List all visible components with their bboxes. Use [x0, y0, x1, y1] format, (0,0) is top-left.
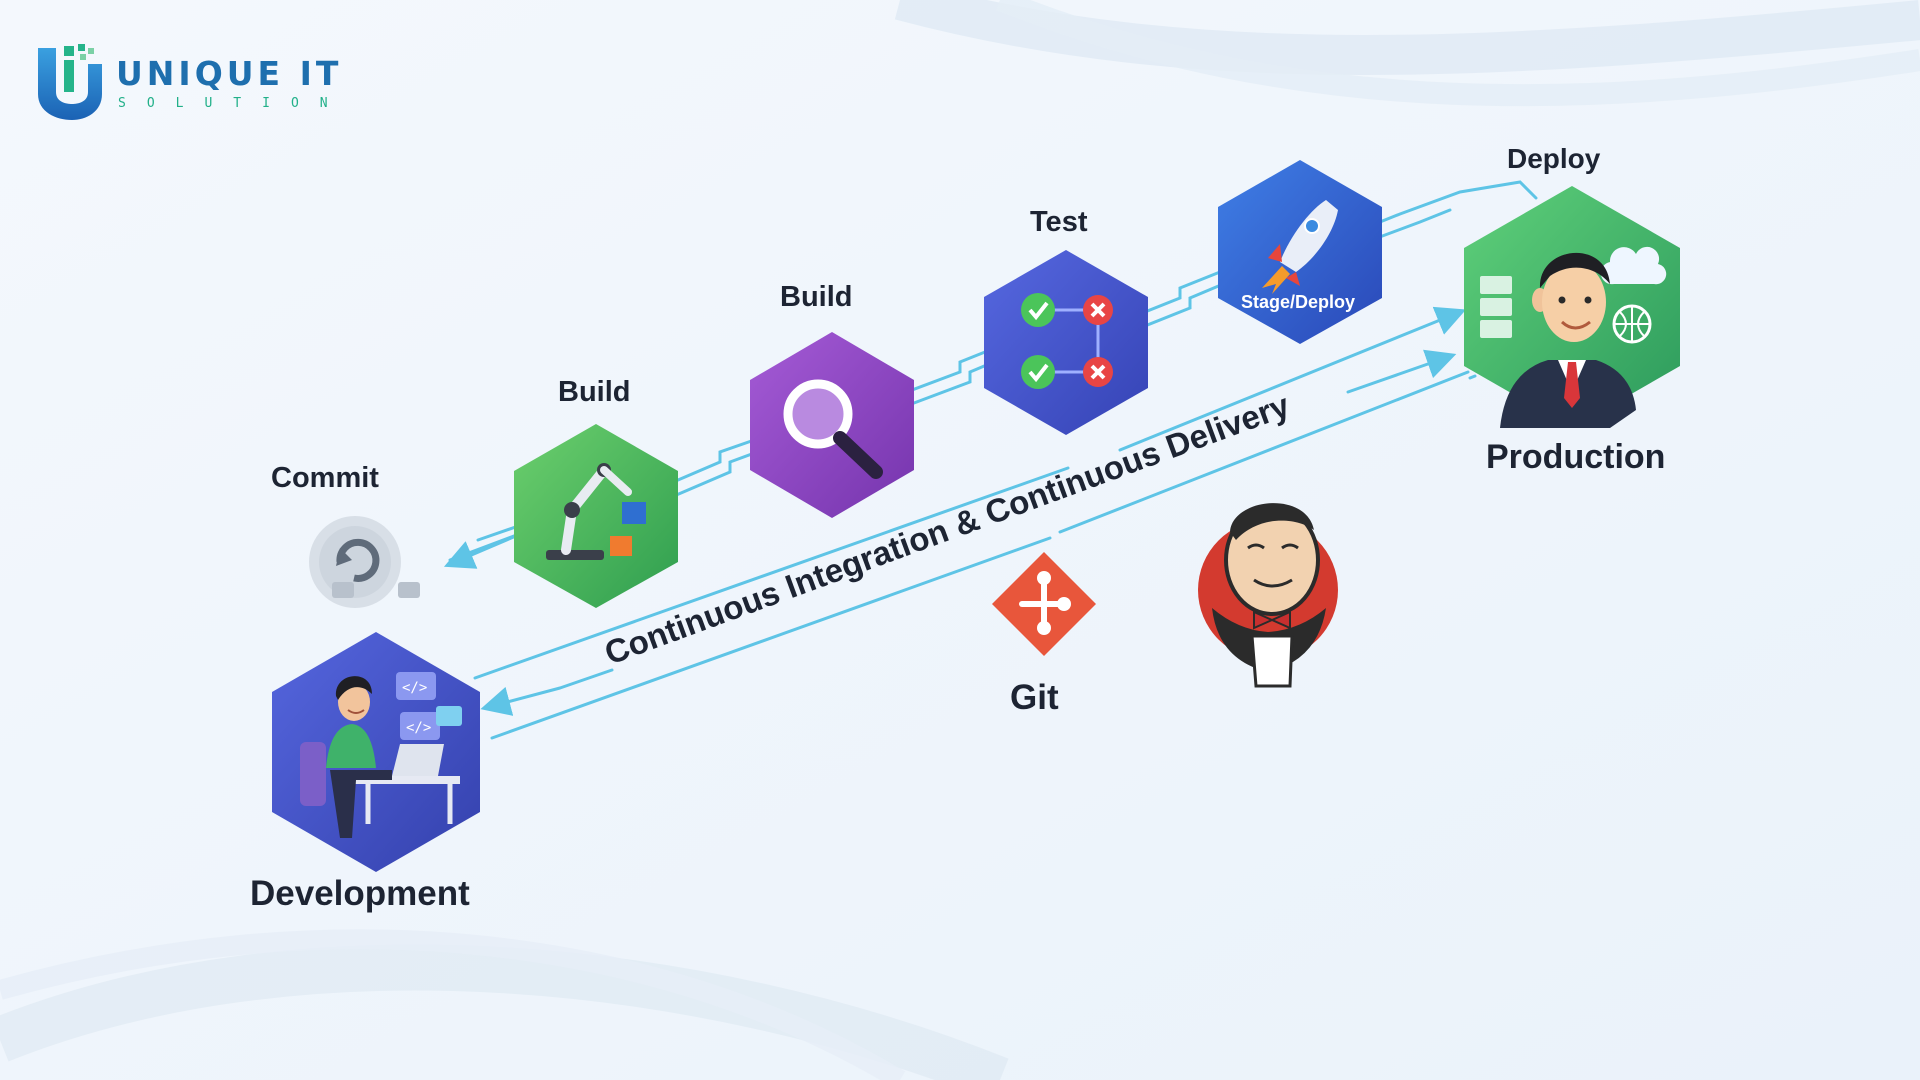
checklist-icon	[1021, 293, 1113, 389]
svg-text:</>: </>	[406, 720, 431, 736]
commit-sync-icon[interactable]	[309, 516, 420, 608]
production-hexagon[interactable]	[1464, 186, 1680, 428]
logo-name: UNIQUE IT	[116, 54, 343, 93]
stage-deploy-label: Stage/Deploy	[1241, 292, 1355, 312]
arrow-to-development	[480, 686, 561, 716]
git-label: Git	[1010, 678, 1059, 717]
company-logo[interactable]: UNIQUE IT SOLUTION	[38, 44, 358, 124]
rocket-icon	[1262, 200, 1338, 294]
magnifier-icon	[783, 379, 883, 479]
diagonal-flow-lines	[473, 306, 1477, 740]
deploy-label: Deploy	[1507, 143, 1601, 174]
logo-mark-icon	[38, 44, 102, 120]
build-2-label: Build	[780, 281, 853, 313]
build-1-hexagon[interactable]	[514, 424, 678, 608]
stage-deploy-hexagon[interactable]: Stage/Deploy	[1218, 160, 1382, 344]
development-hexagon[interactable]: </> </>	[272, 632, 480, 872]
svg-text:</>: </>	[402, 680, 427, 696]
ci-cd-banner: Continuous Integration & Continuous Deli…	[600, 386, 1295, 672]
production-label: Production	[1486, 438, 1666, 476]
commit-label: Commit	[271, 462, 379, 494]
test-label: Test	[1030, 206, 1088, 238]
build-1-label: Build	[558, 376, 631, 408]
robot-arm-icon	[546, 463, 646, 560]
businessman-server-cloud-icon	[1480, 246, 1667, 428]
build-2-hexagon[interactable]	[750, 332, 914, 518]
developer-laptop-icon: </> </>	[300, 672, 462, 838]
development-label: Development	[250, 874, 470, 913]
git-logo-icon[interactable]	[992, 552, 1096, 656]
logo-tagline: SOLUTION	[118, 96, 349, 111]
test-hexagon[interactable]	[984, 250, 1148, 435]
jenkins-butler-icon[interactable]	[1198, 503, 1338, 688]
